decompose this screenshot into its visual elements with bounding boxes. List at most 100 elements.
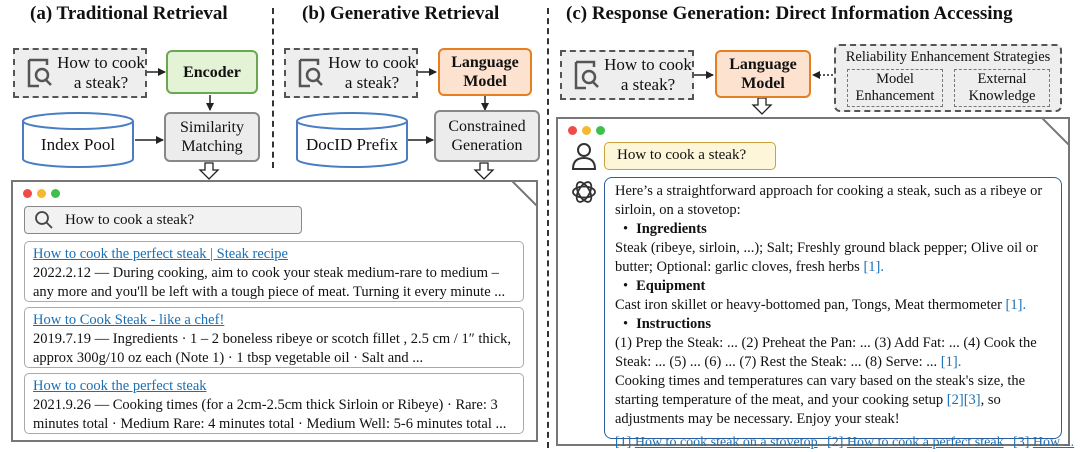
ref-link[interactable]: How to cook steak on a stovetop — [634, 435, 818, 450]
separator-ab — [272, 8, 274, 168]
query-line1: How to cook — [604, 55, 692, 74]
ref-link[interactable]: How to cook a perfect steak — [846, 435, 1004, 450]
reliability-strategies-box: Reliability Enhancement Strategies Model… — [834, 44, 1062, 112]
ref-link[interactable]: How ... — [1032, 435, 1075, 450]
chatgpt-icon — [572, 181, 596, 203]
body-text: Cast iron skillet or heavy-bottomed pan,… — [615, 297, 1002, 313]
model-enh-line2: Enhancement — [855, 88, 935, 104]
constrained-line1: Constrained — [448, 118, 526, 135]
body-text: , so adjustments may be necessary. Enjoy… — [615, 392, 1001, 427]
ingredients-heading: • Ingredients — [615, 220, 1051, 239]
index-pool-label: Index Pool — [40, 135, 116, 154]
lm-line2: Model — [463, 73, 507, 90]
lm-line1: Language — [729, 56, 797, 73]
result-snippet: 2022.2.12 — During cooking, aim to cook … — [33, 265, 499, 281]
ingredients-text: Steak (ribeye, sirloin, ...); Salt; Fres… — [615, 239, 1051, 277]
panel-a-title: (a) Traditional Retrieval — [30, 3, 228, 24]
search-bar[interactable]: How to cook a steak? — [24, 206, 302, 234]
query-line2: a steak? — [620, 75, 676, 94]
chat-window: How to cook a steak? Here’s a straightfo… — [556, 117, 1074, 450]
ref-number: [3] — [1013, 435, 1030, 450]
assistant-answer: Here’s a straightforward approach for co… — [604, 177, 1074, 450]
body-text: (1) Prep the Steak: ... (2) Preheat the … — [615, 335, 1037, 370]
ref-number: [2] — [827, 435, 844, 450]
lm-line2: Model — [741, 75, 785, 92]
lm-line1: Language — [451, 54, 519, 71]
heading-text: Ingredients — [636, 221, 707, 237]
user-message-text: How to cook a steak? — [617, 147, 747, 163]
panel-b-title: (b) Generative Retrieval — [302, 3, 500, 24]
query-line1: How to cook — [57, 53, 145, 72]
docid-prefix-cylinder: DocID Prefix — [296, 112, 408, 168]
query-line1: How to cook — [328, 53, 416, 72]
model-enh-line1: Model — [876, 71, 914, 87]
citation[interactable]: [1]. — [1005, 297, 1027, 313]
result-snippet: approx 300g/10 oz each (Note 1) · 1 tbsp… — [33, 350, 424, 366]
search-doc-icon — [298, 58, 323, 88]
citation[interactable]: [1]. — [863, 259, 884, 275]
answer-intro: Here’s a straightforward approach for co… — [615, 183, 1043, 218]
bullet: • — [623, 221, 629, 237]
ext-line1: External — [977, 71, 1027, 87]
result-snippet: minutes total · Medium Rare: 4 minutes t… — [33, 416, 507, 432]
search-doc-icon — [574, 60, 599, 90]
citation[interactable]: [2][3] — [946, 392, 981, 408]
result-snippet: any more and you'll be left with a tough… — [33, 284, 506, 300]
result-card[interactable]: How to cook the perfect steak | Steak re… — [24, 241, 524, 302]
heading-text: Instructions — [636, 316, 712, 332]
reference-links: [1] How to cook steak on a stovetop [2] … — [615, 433, 1074, 452]
body-text: Cooking times and temperatures can vary … — [615, 373, 1026, 408]
similarity-line1: Similarity — [180, 119, 244, 136]
page-fold — [512, 180, 538, 206]
docid-label: DocID Prefix — [305, 135, 399, 154]
search-doc-icon — [27, 58, 52, 88]
separator-bc — [547, 8, 549, 448]
query-line2: a steak? — [344, 73, 400, 92]
instructions-text: (1) Prep the Steak: ... (2) Preheat the … — [615, 334, 1051, 372]
constrained-line2: Generation — [451, 137, 523, 154]
encoder-box: Encoder — [166, 50, 258, 94]
window-dots — [568, 126, 605, 135]
search-icon — [35, 211, 53, 229]
search-text: How to cook a steak? — [65, 211, 195, 228]
reliability-title: Reliability Enhancement Strategies — [845, 49, 1051, 65]
encoder-label: Encoder — [183, 63, 241, 81]
result-snippet: 2019.7.19 — Ingredients · 1 – 2 boneless… — [33, 331, 511, 347]
user-message-bubble: How to cook a steak? — [604, 142, 776, 170]
search-results-window: How to cook a steak? How to cook the per… — [11, 180, 538, 442]
query-line2: a steak? — [73, 73, 129, 92]
citation[interactable]: [1]. — [940, 354, 962, 370]
result-title-link[interactable]: How to cook the perfect steak | Steak re… — [33, 246, 288, 262]
equipment-text: Cast iron skillet or heavy-bottomed pan,… — [615, 296, 1051, 315]
result-card[interactable]: How to cook the perfect steak 2021.9.26 … — [24, 373, 524, 434]
body-text: Steak (ribeye, sirloin, ...); Salt; Fres… — [615, 240, 1038, 275]
page-fold — [1042, 117, 1070, 145]
user-icon — [571, 143, 597, 170]
instructions-heading: • Instructions — [615, 315, 1051, 334]
result-title-link[interactable]: How to cook the perfect steak — [33, 378, 207, 394]
ref-number: [1] — [615, 435, 632, 450]
similarity-line2: Matching — [181, 138, 243, 155]
result-title-link[interactable]: How to Cook Steak - like a chef! — [33, 312, 225, 328]
index-pool-cylinder: Index Pool — [22, 112, 134, 168]
heading-text: Equipment — [636, 278, 706, 294]
panel-c-title: (c) Response Generation: Direct Informat… — [566, 3, 1013, 24]
closing-text: Cooking times and temperatures can vary … — [615, 372, 1051, 429]
ext-line2: Knowledge — [968, 88, 1036, 104]
result-card[interactable]: How to Cook Steak - like a chef! 2019.7.… — [24, 307, 524, 368]
down-arrow-icon — [198, 97, 773, 180]
equipment-heading: • Equipment — [615, 277, 1051, 296]
result-snippet: 2021.9.26 — Cooking times (for a 2cm-2.5… — [33, 397, 498, 413]
bullet: • — [623, 316, 629, 332]
bullet: • — [623, 278, 629, 294]
